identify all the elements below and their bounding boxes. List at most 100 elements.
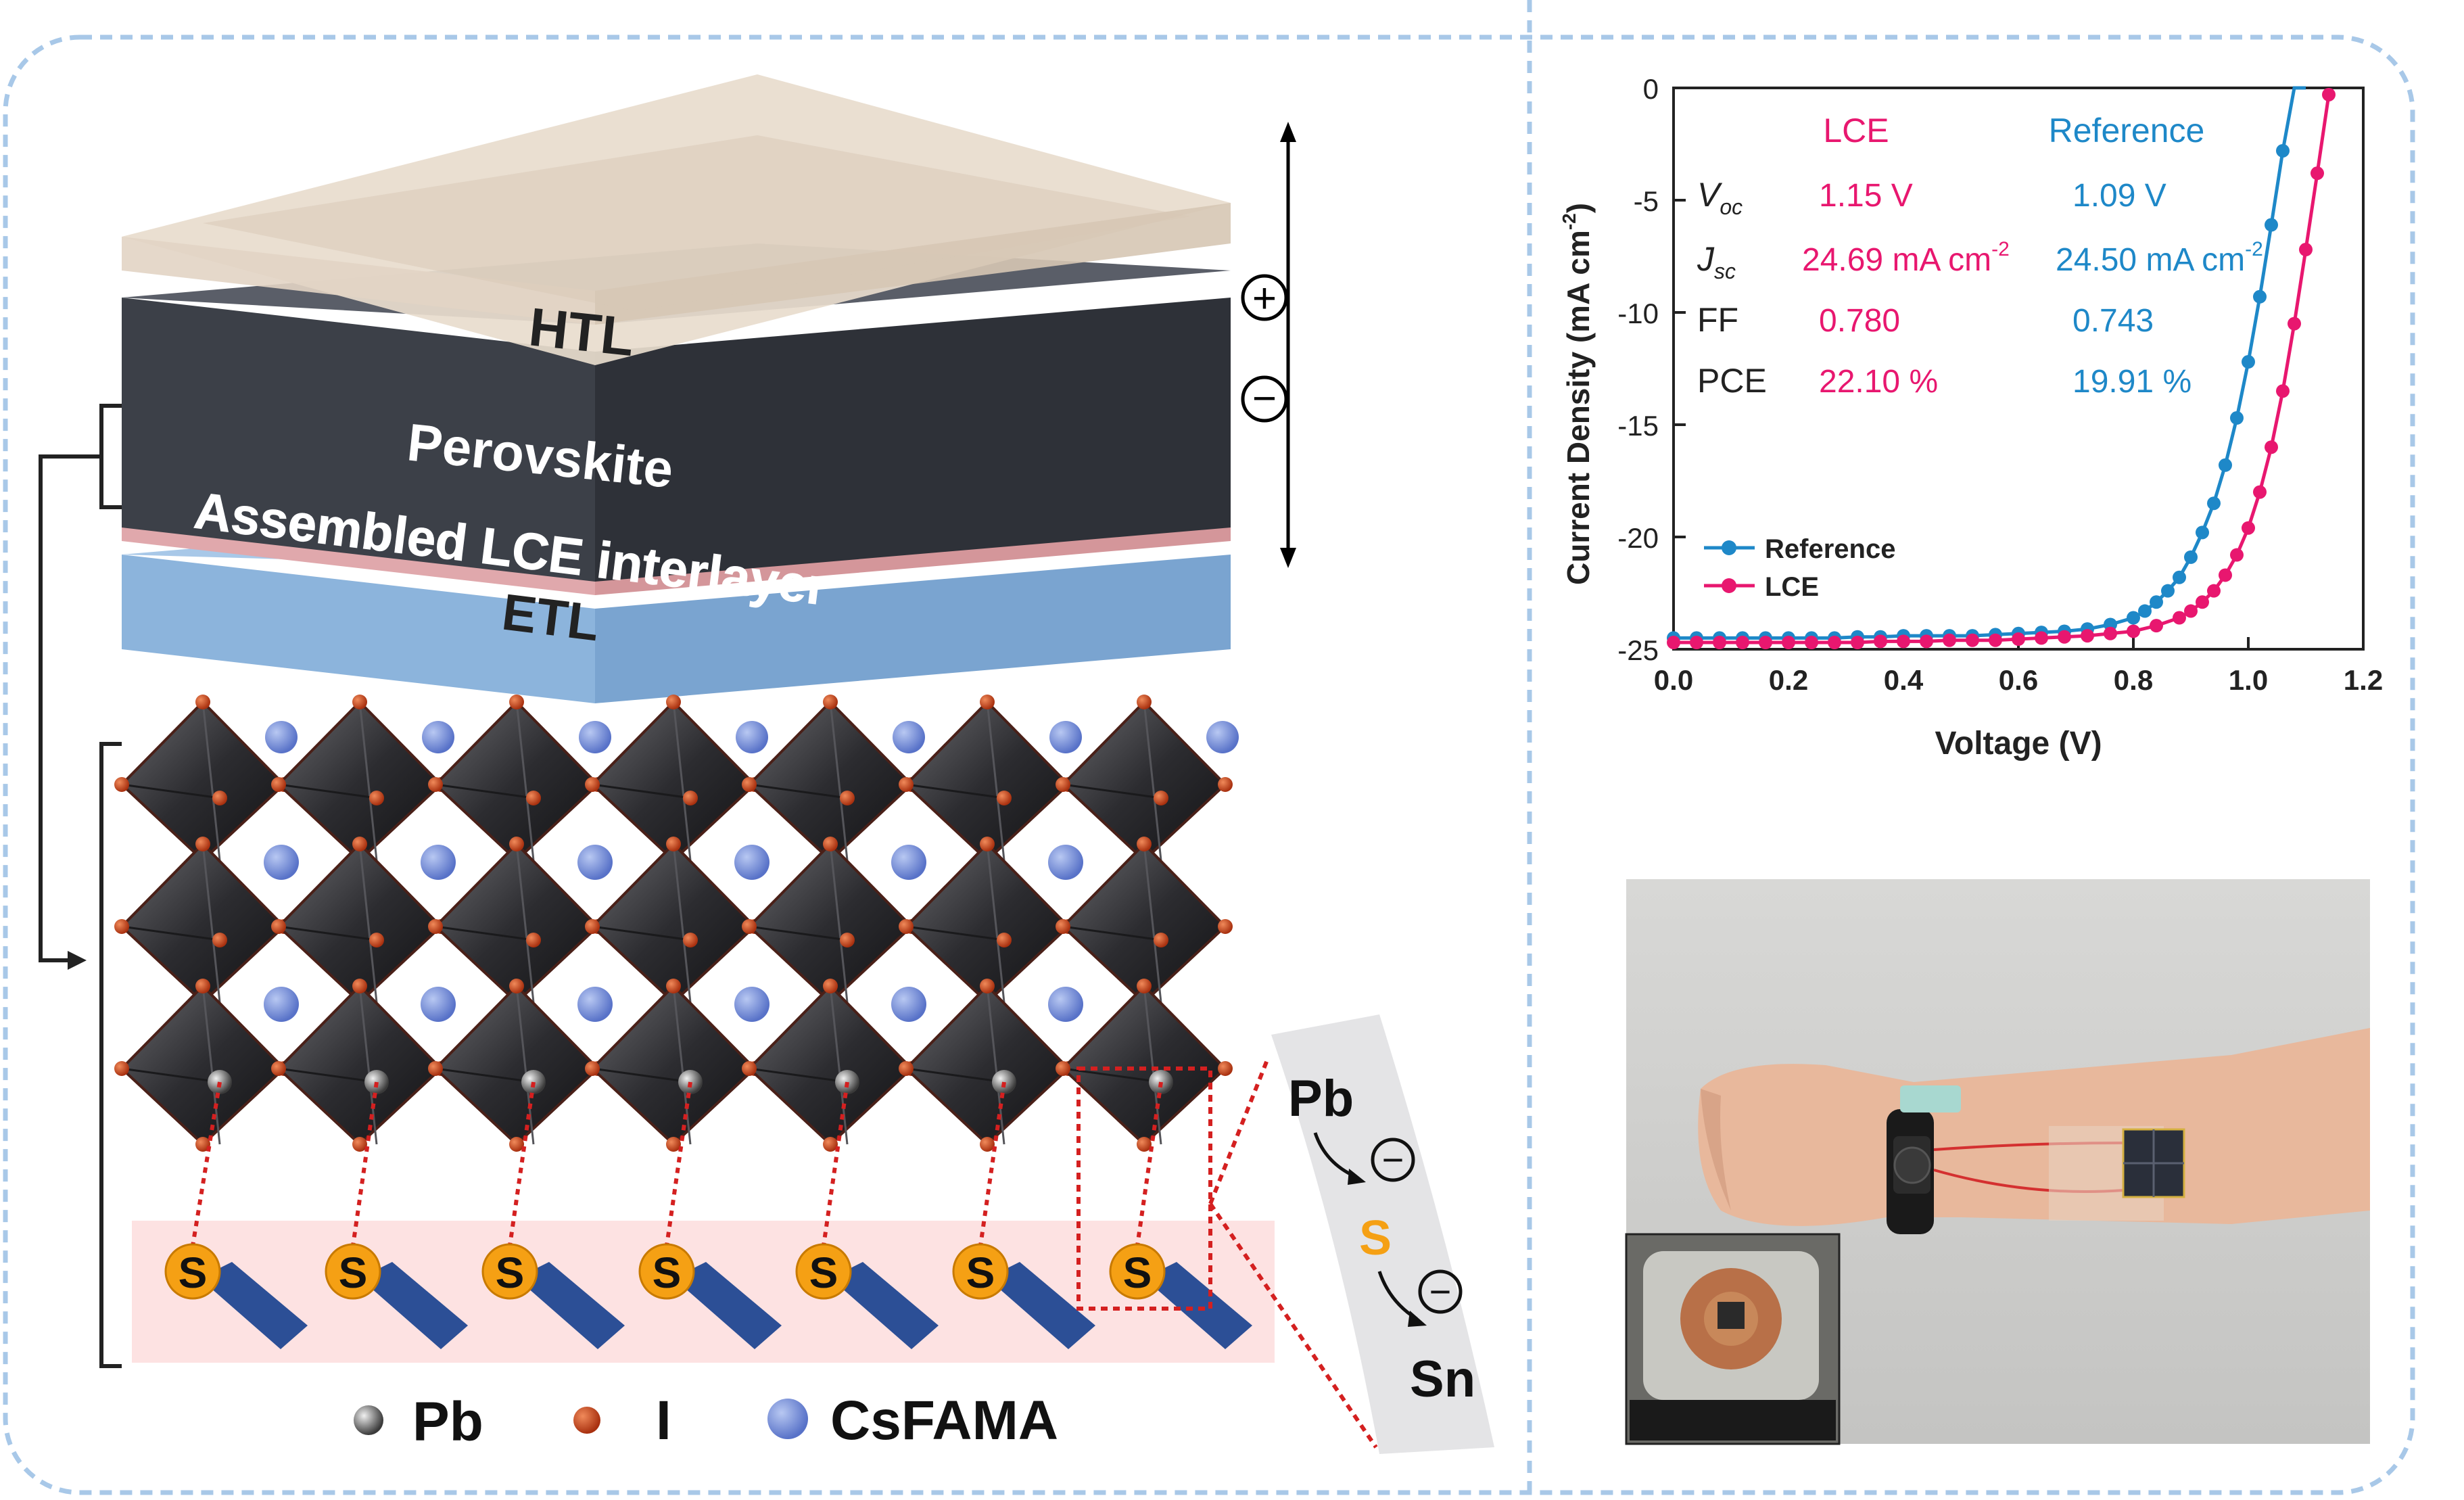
octahedron-edge [435, 1067, 534, 1083]
iodine-atom [1137, 1137, 1152, 1152]
y-tick-label: -10 [1617, 298, 1659, 329]
octahedron-edge [829, 985, 849, 1145]
param-lce-sup: -2 [1991, 238, 2010, 260]
iodine-atom [683, 933, 698, 947]
transfer-arrow-2-head [1408, 1311, 1427, 1327]
iodine-atom [1137, 979, 1152, 993]
octahedron-edge [202, 843, 221, 1003]
transfer-minus-1-icon [1371, 1138, 1415, 1182]
iodine-atom [666, 979, 681, 993]
csfama-atom [421, 987, 456, 1022]
iodine-atom [899, 1061, 914, 1076]
lce-chain [830, 1262, 939, 1349]
iodine-atom [742, 777, 757, 792]
series-point [2242, 355, 2255, 369]
y-axis-label-main: Current Density (mA cm [1561, 230, 1596, 585]
iodine-atom [899, 919, 914, 934]
y-tick-label: -5 [1634, 185, 1659, 217]
legend-i: I [656, 1390, 671, 1451]
perovskite-side [595, 298, 1231, 582]
iodine-atom [212, 933, 227, 947]
iodine-atom [114, 1061, 129, 1076]
octahedron-edge [829, 843, 849, 1003]
series-point [1805, 636, 1818, 650]
label-etl: ETL [499, 584, 602, 653]
octahedron-edge [1143, 701, 1162, 861]
series-point [2012, 632, 2025, 647]
octahedron-edge [121, 1067, 220, 1083]
series-point [2150, 595, 2163, 609]
octahedron-edge [592, 925, 691, 941]
param-ref-value: 19.91 % [2072, 364, 2191, 400]
param-lce-value: 1.15 V [1819, 178, 1913, 214]
lce-chain [673, 1262, 782, 1349]
sulfur-atom-label: S [339, 1248, 368, 1297]
octahedron-edge [278, 925, 377, 941]
octahedron-edge [829, 701, 849, 861]
series-point [2265, 218, 2278, 232]
iodine-atom [823, 837, 838, 851]
iodine-atom [666, 695, 681, 709]
iodine-atom [823, 695, 838, 709]
zoom-line-bottom [1208, 1202, 1378, 1449]
series-point [2138, 604, 2152, 618]
series-point [1989, 633, 2002, 647]
iodine-atom [1218, 1061, 1233, 1076]
octahedron-edge [278, 783, 377, 799]
octahedron-edge [592, 1067, 691, 1083]
sulfur-atom-label: S [966, 1248, 995, 1297]
octahedron-edge [515, 985, 535, 1145]
series-point [2265, 440, 2278, 454]
series-point [1782, 636, 1795, 650]
iodine-atom [1137, 695, 1152, 709]
lce-chain [360, 1262, 468, 1349]
csfama-atom [891, 845, 926, 880]
iodine-atom [1056, 777, 1070, 792]
series-point [1851, 636, 1864, 650]
plus-sign: + [1252, 275, 1277, 322]
csfama-atom [893, 721, 925, 753]
iodine-atom [1218, 777, 1233, 792]
series-point [1874, 634, 1887, 649]
series-point [2035, 631, 2048, 645]
series-point [2207, 496, 2221, 511]
sulfur-atom-label: S [1123, 1248, 1152, 1297]
legend-lce: LCE [1765, 572, 1819, 602]
octahedron-edge [905, 1067, 1005, 1083]
sulfur-atom-label: S [179, 1248, 208, 1297]
bracket-top [99, 404, 122, 509]
legend-ref-marker [1722, 540, 1736, 555]
iodine-atom [742, 1061, 757, 1076]
sulfur-atom-label: S [809, 1248, 838, 1297]
iodine-atom [428, 1061, 443, 1076]
legend-pb: Pb [412, 1391, 483, 1453]
legend-lce-marker [1722, 578, 1736, 593]
arrow-up-head [1280, 122, 1296, 142]
series-point [2230, 548, 2244, 562]
param-lce-value: 0.780 [1819, 303, 1900, 339]
series-point [2161, 584, 2175, 598]
series-point [2058, 630, 2071, 644]
series-point [2081, 629, 2094, 643]
series-point [2219, 568, 2232, 582]
param-lce-value: 24.69 mA cm-2 [1802, 238, 2010, 278]
param-label-main: FF [1697, 301, 1738, 339]
y-axis-label-sup: -2 [1559, 213, 1580, 230]
series-point [1943, 633, 1956, 647]
series-point [2150, 619, 2163, 633]
iodine-atom [980, 695, 995, 709]
iodine-atom [1137, 837, 1152, 851]
x-tick-label: 0.0 [1654, 664, 1693, 696]
iodine-atom [1218, 919, 1233, 934]
iodine-atom [840, 791, 855, 805]
series-point [1713, 636, 1726, 650]
iodine-atom [369, 791, 384, 805]
iodine-atom [526, 933, 541, 947]
lce-chain [987, 1262, 1095, 1349]
csfama-atom [1206, 721, 1239, 753]
series-point [1736, 636, 1749, 650]
csfama-atom [264, 987, 299, 1022]
